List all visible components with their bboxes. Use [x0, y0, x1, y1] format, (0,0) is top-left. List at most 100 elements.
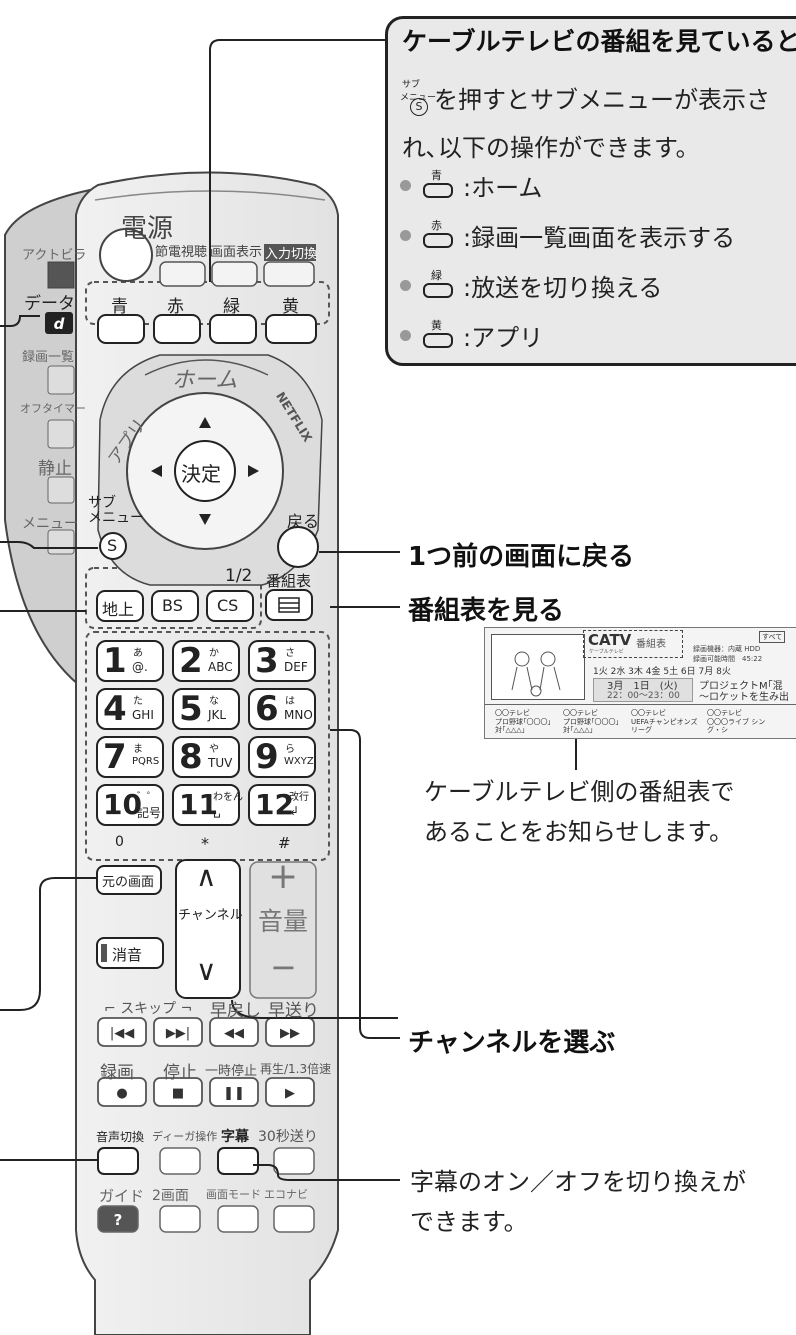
- audio-switch-button[interactable]: [97, 1147, 139, 1175]
- number-key-1[interactable]: [96, 640, 164, 682]
- channel-up-icon[interactable]: ∧: [196, 860, 217, 893]
- stop-button[interactable]: [153, 1077, 203, 1107]
- rec-label: 録画: [100, 1063, 134, 1083]
- right-arrow-icon[interactable]: [248, 465, 259, 477]
- epg-note-2: あることをお知らせします。: [424, 818, 734, 846]
- help-icon: ?: [114, 1211, 123, 1229]
- channel-rocker[interactable]: [175, 859, 241, 999]
- number-key-7-kana: ま: [133, 744, 143, 755]
- dual-screen-button[interactable]: [159, 1205, 201, 1233]
- input-button[interactable]: [263, 261, 315, 287]
- menu-button[interactable]: [47, 529, 75, 555]
- channel-down-icon[interactable]: ∨: [196, 954, 217, 987]
- terrestrial-label: 地上: [102, 600, 135, 619]
- number-key-11[interactable]: [172, 784, 240, 826]
- volume-rocker[interactable]: [249, 861, 317, 999]
- number-key-4-digit: 4: [103, 689, 127, 729]
- guide2-label: ガイド: [99, 1187, 145, 1205]
- epg-screenshot: CATV 番組表 ケーブルテレビ 録画機器：内蔵 HDD 録画可能時間 45:2…: [484, 627, 796, 739]
- diga-button[interactable]: [159, 1147, 201, 1175]
- red-button[interactable]: [153, 314, 201, 344]
- number-key-1-digit: 1: [103, 641, 127, 681]
- pause-button[interactable]: [209, 1077, 259, 1107]
- callout-item-red: 赤:録画一覧画面を表示する: [400, 218, 735, 253]
- number-pad: [96, 640, 316, 826]
- guide-button[interactable]: [265, 589, 313, 621]
- fast-forward-icon: ▶▶: [280, 1026, 300, 1041]
- still-button[interactable]: [47, 476, 75, 504]
- volume-up-icon[interactable]: +: [268, 856, 299, 897]
- number-key-5[interactable]: [172, 688, 240, 730]
- off-timer-button[interactable]: [47, 419, 75, 449]
- guide2-button[interactable]: [97, 1205, 139, 1233]
- callout-item-yellow: 黄:アプリ: [400, 318, 543, 353]
- number-key-7-digit: 7: [103, 737, 127, 777]
- left-arrow-icon[interactable]: [151, 465, 162, 477]
- skip30-button[interactable]: [273, 1147, 315, 1175]
- epg-note-1: ケーブルテレビ側の番組表で: [424, 778, 735, 806]
- number-key-4[interactable]: [96, 688, 164, 730]
- display-button[interactable]: [211, 261, 258, 287]
- number-key-8[interactable]: [172, 736, 240, 778]
- ok-label: 決定: [181, 462, 221, 486]
- skip-back-button[interactable]: [97, 1017, 147, 1047]
- terrestrial-button[interactable]: [96, 590, 144, 622]
- recording-list-button[interactable]: [47, 365, 75, 395]
- ok-button[interactable]: [174, 440, 236, 502]
- play-button[interactable]: [265, 1077, 315, 1107]
- skip-back-icon: |◀◀: [110, 1026, 134, 1041]
- svg-text:d: d: [54, 315, 65, 333]
- record-button[interactable]: [97, 1077, 147, 1107]
- cs-button[interactable]: [206, 590, 254, 622]
- green-button[interactable]: [209, 314, 257, 344]
- number-key-12[interactable]: [248, 784, 316, 826]
- skip-forward-button[interactable]: [153, 1017, 203, 1047]
- number-key-10[interactable]: [96, 784, 164, 826]
- input-label: 入力切換: [265, 247, 318, 262]
- guide-description: 番組表を見る: [408, 596, 565, 626]
- number-key-2[interactable]: [172, 640, 240, 682]
- still-label: 静止: [38, 459, 72, 479]
- yellow-button[interactable]: [265, 314, 317, 344]
- subtitle-key-label: 字幕: [221, 1129, 249, 1145]
- number-key-7-letters: PQRS: [132, 756, 160, 767]
- number-key-3[interactable]: [248, 640, 316, 682]
- bs-label: BS: [162, 596, 183, 615]
- back-button[interactable]: [277, 526, 319, 568]
- callout-text-2: れ､以下の操作ができます。: [402, 134, 700, 162]
- red-label: 赤: [167, 297, 184, 317]
- sub-menu-button[interactable]: [99, 532, 127, 560]
- rewind-button[interactable]: [209, 1017, 259, 1047]
- prev-screen-button[interactable]: [96, 865, 162, 895]
- volume-down-icon[interactable]: −: [270, 948, 297, 986]
- number-key-6[interactable]: [248, 688, 316, 730]
- pause-label: 一時停止: [205, 1064, 258, 1079]
- submenu-key-icon: サブ メニュー S: [400, 80, 436, 116]
- econavi-button[interactable]: [273, 1205, 315, 1233]
- data-button[interactable]: [45, 312, 73, 334]
- down-arrow-icon[interactable]: [199, 514, 211, 525]
- mute-button[interactable]: [96, 937, 164, 969]
- number-key-11-kana: わをん: [213, 792, 243, 803]
- actvila-label: アクトビラ: [22, 248, 87, 263]
- record-icon: ●: [116, 1086, 127, 1101]
- blue-button[interactable]: [97, 314, 145, 344]
- guide-key-label: 番組表: [266, 572, 312, 590]
- number-key-12-kana: 改行: [289, 792, 309, 803]
- power-button[interactable]: [99, 228, 153, 282]
- eco-button[interactable]: [159, 261, 206, 287]
- number-key-8-kana: や: [209, 744, 219, 755]
- up-arrow-icon[interactable]: [199, 417, 211, 428]
- bs-button[interactable]: [151, 590, 199, 622]
- skip-forward-icon: ▶▶|: [166, 1026, 190, 1041]
- number-key-3-kana: さ: [285, 648, 295, 659]
- picture-mode-label: 画面モード: [206, 1188, 261, 1201]
- blue-label: 青: [111, 297, 128, 317]
- number-key-9[interactable]: [248, 736, 316, 778]
- subtitle-button[interactable]: [217, 1147, 259, 1175]
- number-key-11-digit: 11: [179, 788, 218, 821]
- picture-mode-button[interactable]: [217, 1205, 259, 1233]
- number-key-7[interactable]: [96, 736, 164, 778]
- back-label: 戻る: [287, 512, 320, 531]
- sub-menu-s: S: [107, 536, 118, 555]
